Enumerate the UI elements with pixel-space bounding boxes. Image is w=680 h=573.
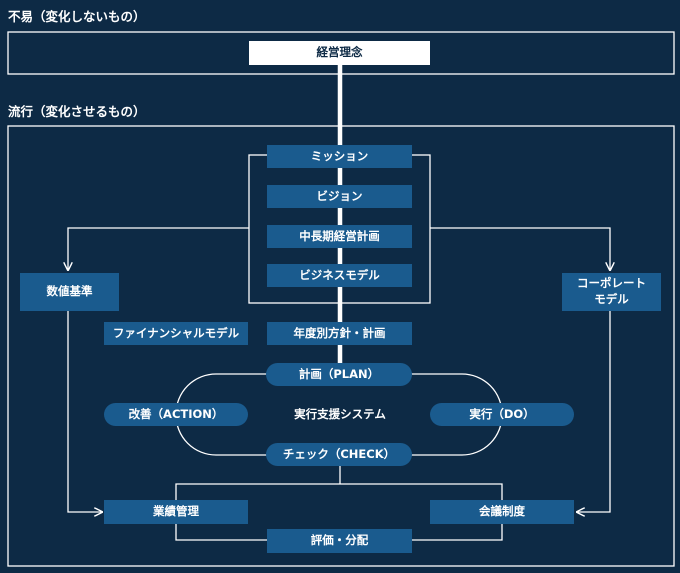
changing-section-label: 流行（変化させるもの） xyxy=(8,104,146,119)
do-pill: 実行（DO） xyxy=(430,403,574,426)
left-down-line xyxy=(67,311,102,512)
evaluation-distribution-box: 評価・分配 xyxy=(267,529,412,553)
annual-policy-box: 年度別方針・計画 xyxy=(267,322,412,345)
meeting-system-box: 会議制度 xyxy=(430,500,574,524)
financial-model-box: ファイナンシャルモデル xyxy=(104,322,248,345)
left-branch-line xyxy=(68,227,249,270)
plan-pill: 計画（PLAN） xyxy=(266,363,412,386)
right-down-line xyxy=(577,311,611,512)
vision-box: ビジョン xyxy=(267,185,412,208)
corporate-model-box: コーポレート モデル xyxy=(562,273,661,311)
action-pill: 改善（ACTION） xyxy=(104,403,248,426)
bottom-bracket xyxy=(175,455,503,541)
right-branch-line xyxy=(430,227,610,270)
unchanging-section-label: 不易（変化しないもの） xyxy=(8,9,146,24)
philosophy-box: 経営理念 xyxy=(249,41,430,65)
business-model-box: ビジネスモデル xyxy=(267,264,412,287)
performance-management-box: 業績管理 xyxy=(104,500,248,524)
mission-box: ミッション xyxy=(267,145,412,168)
support-system-label: 実行支援システム xyxy=(294,407,386,421)
numeric-standard-box: 数値基準 xyxy=(20,273,119,311)
mid-plan-box: 中長期経営計画 xyxy=(267,225,412,248)
check-pill: チェック（CHECK） xyxy=(266,443,412,466)
